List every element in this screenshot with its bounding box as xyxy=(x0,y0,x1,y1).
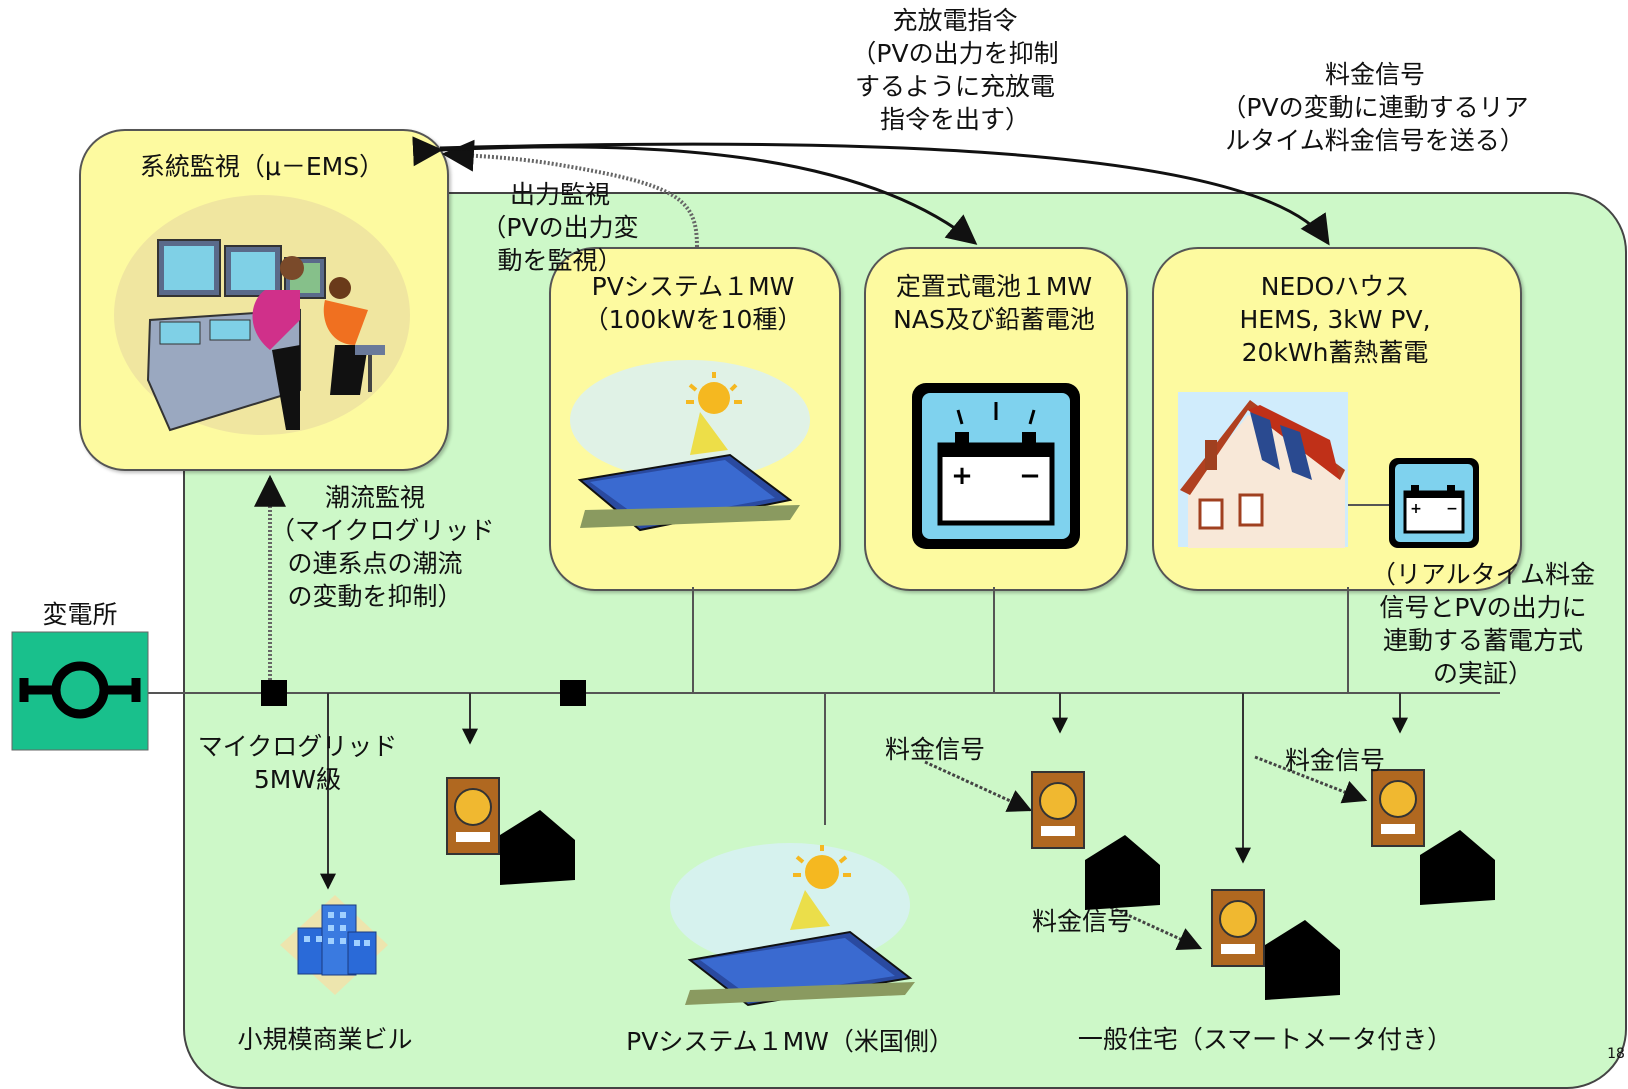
microgrid-label: マイクログリッド 5MW級 xyxy=(190,730,405,796)
svg-text:−: − xyxy=(1019,461,1041,491)
svg-text:+: + xyxy=(1410,501,1422,517)
svg-text:−: − xyxy=(1446,501,1458,517)
microgrid-line-2: 5MW級 xyxy=(253,765,342,794)
output-monitor-line-2: （PVの出力変 xyxy=(481,213,639,242)
house-solar-icon xyxy=(1178,392,1348,548)
output-monitor-label: 出力監視 （PVの出力変 動を監視） xyxy=(470,178,650,277)
pv-line-2: （100kWを10種） xyxy=(583,305,803,334)
houses-label: 一般住宅（スマートメータ付き） xyxy=(1077,1025,1453,1054)
pv-system-label: PVシステム１MW （100kWを10種） xyxy=(549,270,837,336)
nedo-line-1: NEDOハウス xyxy=(1260,272,1410,301)
microgrid-line-1: マイクログリッド xyxy=(197,732,398,761)
page-number: 18 xyxy=(1607,1046,1625,1062)
price-signal-top-label: 料金信号 （PVの変動に連動するリア ルタイム料金信号を送る） xyxy=(1200,58,1550,157)
smart-meter-house-icon xyxy=(1211,889,1340,1000)
price-top-line-2: （PVの変動に連動するリア xyxy=(1221,93,1529,122)
charge-command-line-1: 充放電指令 xyxy=(892,6,1018,35)
battery-line-1: 定置式電池１MW xyxy=(895,272,1093,301)
breaker-1 xyxy=(261,680,287,706)
substation-label: 変電所 xyxy=(42,600,118,629)
price-arrow-1 xyxy=(924,760,1033,812)
price-signal-arrow xyxy=(439,142,1330,246)
breaker-2 xyxy=(560,680,586,706)
charge-command-line-4: 指令を出す） xyxy=(879,105,1030,134)
price-signal-label-2: 料金信号 xyxy=(1284,746,1385,775)
nedo-label: NEDOハウス HEMS, 3kW PV, 20kWh蓄熱蓄電 xyxy=(1152,270,1518,369)
charge-command-line-2: （PVの出力を抑制 xyxy=(851,39,1059,68)
output-monitor-line-3: 動を監視） xyxy=(497,246,623,275)
smart-meter-house-icon xyxy=(446,777,575,885)
operators-at-console-icon xyxy=(114,195,410,435)
price-signal-label-3: 料金信号 xyxy=(1031,907,1132,936)
charge-command-line-3: するように充放電 xyxy=(854,72,1055,101)
solar-panel-us-icon xyxy=(670,843,915,1007)
substation-symbol xyxy=(11,631,149,751)
pv-line-1: PVシステム１MW xyxy=(591,272,795,301)
realtime-note-line-4: の実証） xyxy=(1432,659,1533,688)
realtime-note-line-1: （リアルタイム料金 xyxy=(1370,560,1596,589)
price-top-line-1: 料金信号 xyxy=(1324,60,1425,89)
realtime-note-line-2: 信号とPVの出力に xyxy=(1379,593,1587,622)
realtime-note-line-3: 連動する蓄電方式 xyxy=(1382,626,1583,655)
ems-title: 系統監視（μ－EMS） xyxy=(139,152,385,181)
small-battery-icon: + − xyxy=(1389,458,1479,548)
solar-panel-icon xyxy=(570,360,810,532)
office-building-icon xyxy=(280,895,388,995)
smart-meter-house-icon xyxy=(1031,771,1160,910)
flow-monitor-line-3: の連系点の潮流 xyxy=(287,549,463,578)
flow-monitor-label: 潮流監視 （マイクログリッド の連系点の潮流 の変動を抑制） xyxy=(270,481,495,613)
nedo-line-2: HEMS, 3kW PV, xyxy=(1239,305,1431,334)
battery-icon: + − xyxy=(912,383,1080,549)
price-top-line-3: ルタイム料金信号を送る） xyxy=(1225,126,1525,155)
flow-monitor-line-1: 潮流監視 xyxy=(324,483,425,512)
realtime-note-label: （リアルタイム料金 信号とPVの出力に 連動する蓄電方式 の実証） xyxy=(1358,558,1608,690)
flow-monitor-line-2: （マイクログリッド xyxy=(270,516,495,545)
smart-meter-house-icon xyxy=(1371,769,1495,905)
svg-text:+: + xyxy=(951,461,973,491)
battery-label: 定置式電池１MW NAS及び鉛蓄電池 xyxy=(864,270,1124,336)
price-signal-label-1: 料金信号 xyxy=(884,735,985,764)
battery-line-2: NAS及び鉛蓄電池 xyxy=(893,305,1095,334)
charge-command-label: 充放電指令 （PVの出力を抑制 するように充放電 指令を出す） xyxy=(830,4,1080,136)
output-monitor-line-1: 出力監視 xyxy=(509,180,610,209)
pv-us-label: PVシステム１MW（米国側） xyxy=(626,1027,954,1056)
nedo-line-3: 20kWh蓄熱蓄電 xyxy=(1241,338,1429,367)
commercial-building-label: 小規模商業ビル xyxy=(237,1025,413,1054)
flow-monitor-line-4: の変動を抑制） xyxy=(287,582,463,611)
